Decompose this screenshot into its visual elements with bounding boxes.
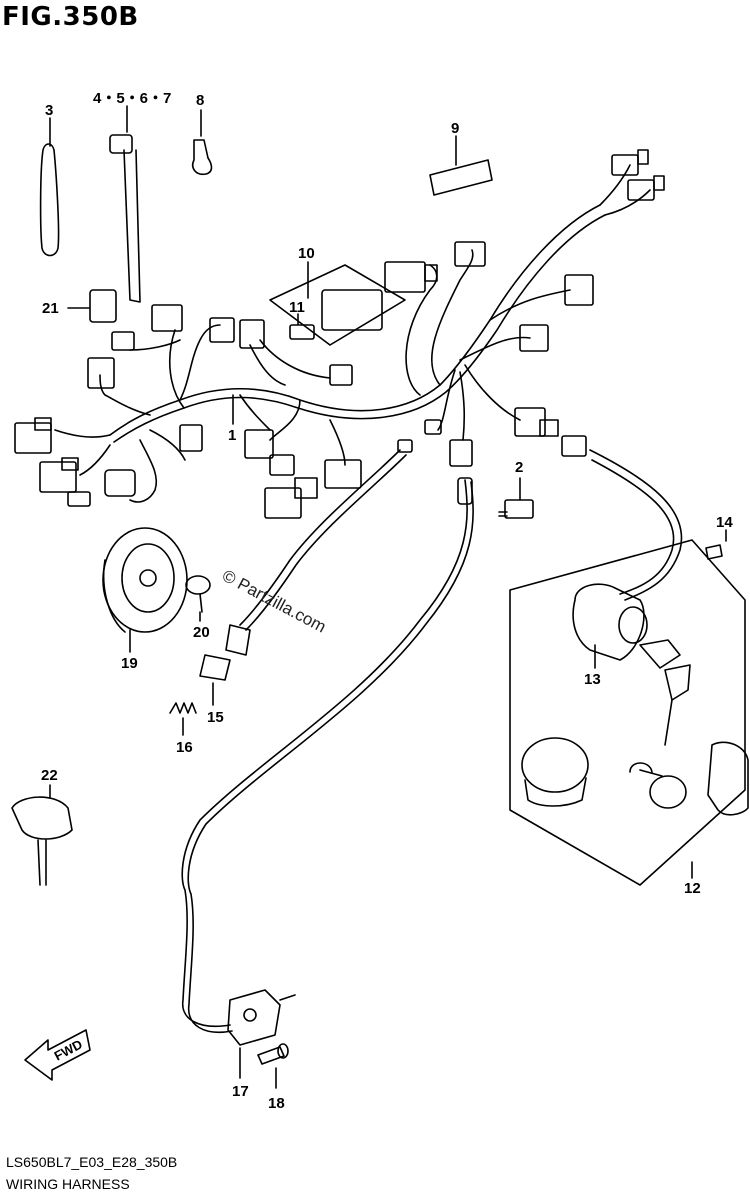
cable-tie-part-4-7: [109, 105, 141, 303]
lock-cover-part-12: [707, 741, 749, 816]
fuse-part-11: [289, 324, 315, 340]
harness-connectors: [14, 149, 665, 519]
callout-3: 3: [45, 102, 53, 119]
relay-box-outline: [269, 264, 406, 346]
screw-part-14: [705, 529, 727, 560]
callout-12: 12: [684, 880, 701, 897]
key-part-22: [11, 784, 73, 886]
ignition-cable-edge: [591, 459, 675, 595]
callout-22: 22: [41, 767, 58, 784]
callout-14: 14: [716, 514, 733, 531]
callout-21: 21: [42, 300, 59, 317]
callout-19: 19: [121, 655, 138, 672]
switch-part-15: [199, 624, 251, 706]
switch-part-17: [227, 989, 296, 1079]
callout-8: 8: [196, 92, 204, 109]
callout-13: 13: [584, 671, 601, 688]
fuel-cap-part-12: [521, 737, 589, 807]
callout-17: 17: [232, 1083, 249, 1100]
diagram-name: WIRING HARNESS: [6, 1176, 130, 1192]
resistor-part-2: [498, 477, 534, 519]
bolt-part-20: [185, 575, 211, 622]
rear-harness-cable-edge: [187, 481, 474, 1033]
tag-part-9: [429, 159, 493, 196]
relay-part-10: [321, 289, 383, 331]
fwd-label: FWD: [52, 1036, 85, 1063]
callout-20: 20: [193, 624, 210, 641]
neutral-switch-cable: [239, 449, 401, 626]
callout-9: 9: [451, 120, 459, 137]
callout-2: 2: [515, 459, 523, 476]
ignition-cable: [589, 449, 683, 601]
spring-part-16: [169, 702, 197, 714]
screw-part-18: [257, 1043, 289, 1089]
callout-1: 1: [228, 427, 236, 444]
strap-part-3: [39, 143, 60, 257]
lock-cylinder-part-12: [629, 762, 687, 809]
key-part-13: [639, 639, 691, 746]
relay-part-21: [89, 289, 117, 323]
horn-part-19: [102, 527, 188, 653]
callout-10: 10: [298, 245, 315, 262]
ignition-set-outline: [509, 539, 746, 886]
callout-11: 11: [289, 299, 305, 316]
diagram-code: LS650BL7_E03_E28_350B: [6, 1154, 178, 1170]
neutral-switch-cable-edge: [245, 454, 407, 631]
callout-16: 16: [176, 739, 193, 756]
callout-4-7: 4・5・6・7: [93, 90, 171, 107]
fwd-arrow: FWD: [24, 1029, 91, 1081]
clamp-part-8: [191, 139, 213, 176]
callout-15: 15: [207, 709, 224, 726]
ignition-switch-part-13: [572, 583, 648, 669]
figure-title: FIG.350B: [2, 2, 139, 32]
callout-18: 18: [268, 1095, 285, 1112]
rear-harness-cable: [181, 479, 468, 1027]
main-harness: [54, 164, 651, 503]
